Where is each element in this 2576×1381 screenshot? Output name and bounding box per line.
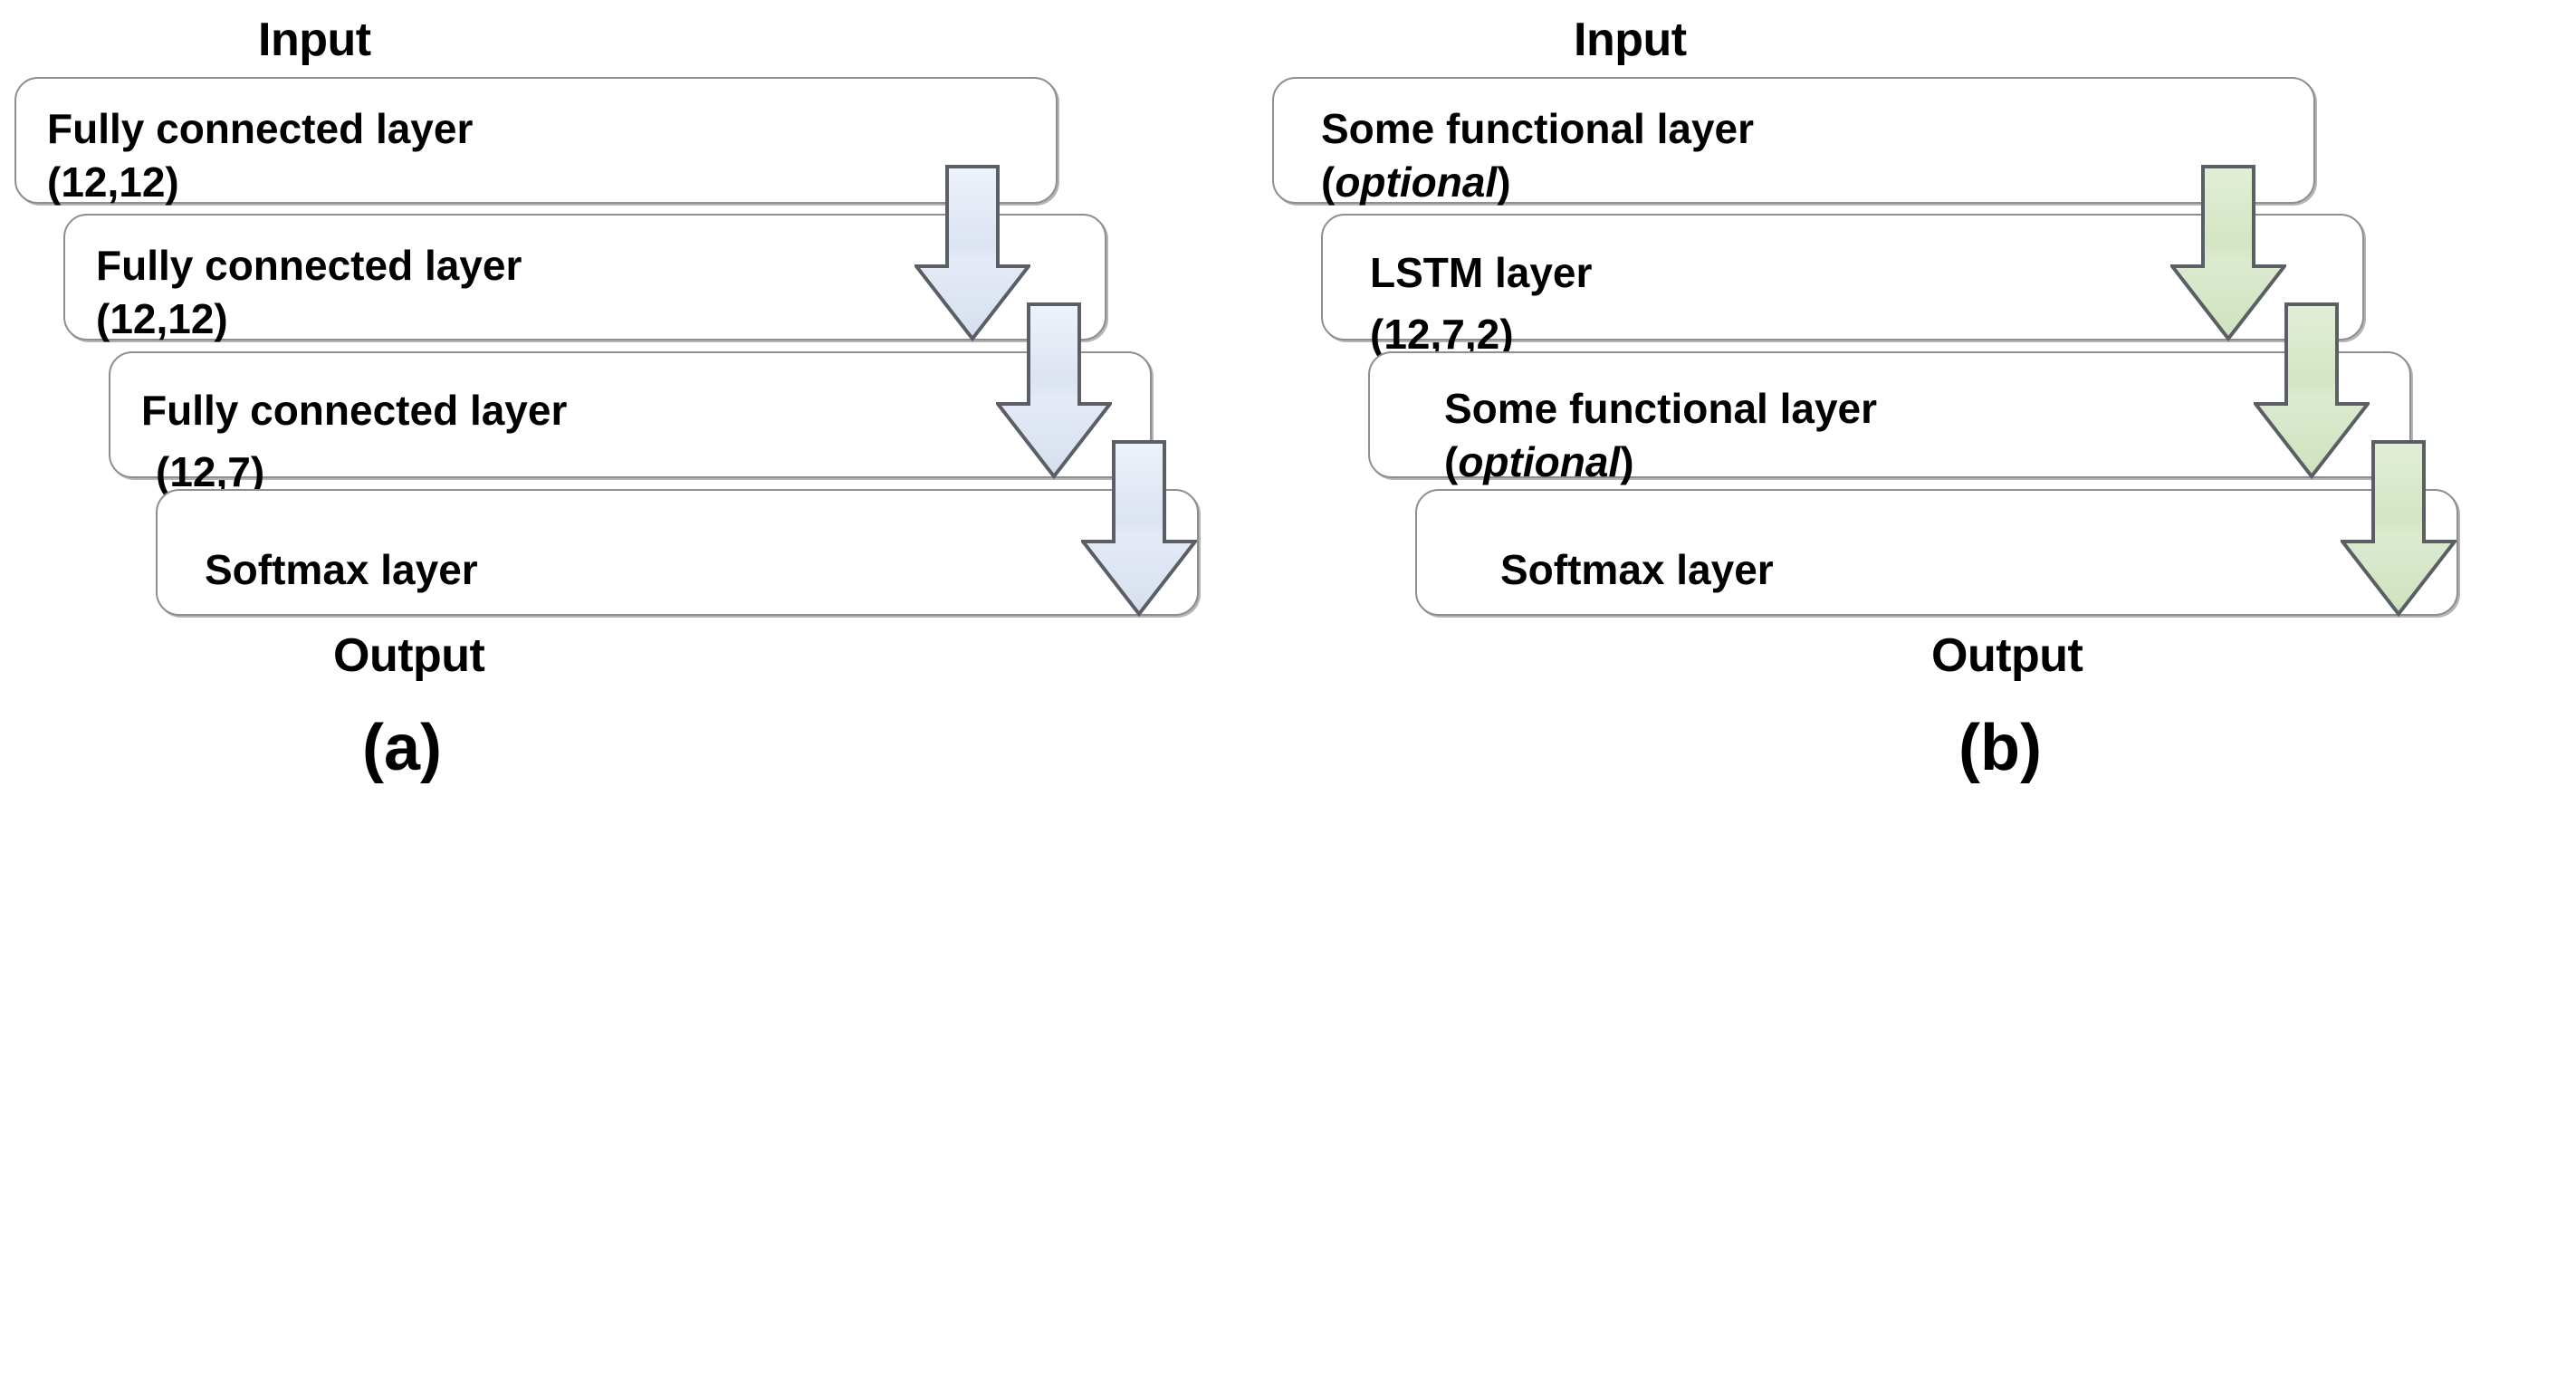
layer-box-fully-connected-3: Fully connected layer (12,7) — [109, 351, 1152, 495]
layer-title: Fully connected layer — [47, 105, 474, 152]
layer-title: Softmax layer — [205, 546, 478, 593]
layer-box-softmax: Softmax layer — [156, 489, 1199, 616]
layer-title: Fully connected layer — [141, 387, 568, 434]
layer-shape: (12,7) — [156, 447, 265, 495]
input-label-b: Input — [1574, 14, 1687, 66]
layer-title: Fully connected layer — [96, 242, 522, 289]
layer-shape: (12,12) — [47, 158, 179, 206]
panel-a: Input Fully connected layer (12,12) Full… — [14, 14, 1199, 784]
layer-box-softmax: Softmax layer — [1415, 489, 2458, 616]
layer-optional-note: (optional) — [1321, 156, 2313, 209]
input-label-a: Input — [258, 14, 371, 66]
output-label-a: Output — [333, 629, 485, 682]
paren-close: ) — [1620, 437, 1634, 485]
layer-box-fully-connected-1: Fully connected layer (12,12) — [14, 77, 1058, 206]
optional-text: optional — [1458, 437, 1621, 485]
arrow-down-icon-b1 — [2170, 165, 2286, 342]
panel-b: Input Some functional layer (optional) L… — [1272, 0, 2576, 1381]
arrow-down-icon-a3 — [1081, 440, 1197, 618]
arrow-down-icon-b3 — [2341, 440, 2456, 618]
paren-open: ( — [1444, 437, 1459, 485]
output-label-b: Output — [1931, 629, 2083, 682]
layer-title: Some functional layer — [1321, 105, 1755, 152]
layer-box-some-functional-layer-2: Some functional layer (optional) — [1368, 351, 2411, 485]
layer-title: LSTM layer — [1370, 249, 1593, 296]
paren-close: ) — [1497, 158, 1511, 206]
optional-text: optional — [1335, 158, 1498, 206]
layer-box-some-functional-layer-1: Some functional layer (optional) — [1272, 77, 2315, 206]
arrow-down-icon-a2 — [996, 302, 1112, 480]
panel-caption-b: (b) — [1958, 712, 2042, 784]
layer-shape: (12,7,2) — [1370, 310, 1514, 358]
arrow-down-icon-a1 — [915, 165, 1030, 342]
layer-title: Softmax layer — [1500, 546, 1774, 593]
layer-title: Some functional layer — [1444, 385, 1878, 432]
panel-caption-a: (a) — [362, 712, 442, 784]
paren-open: ( — [1321, 158, 1336, 206]
layer-optional-note: (optional) — [1444, 436, 2409, 489]
arrow-down-icon-b2 — [2254, 302, 2370, 480]
layer-shape: (12,12) — [96, 294, 228, 342]
